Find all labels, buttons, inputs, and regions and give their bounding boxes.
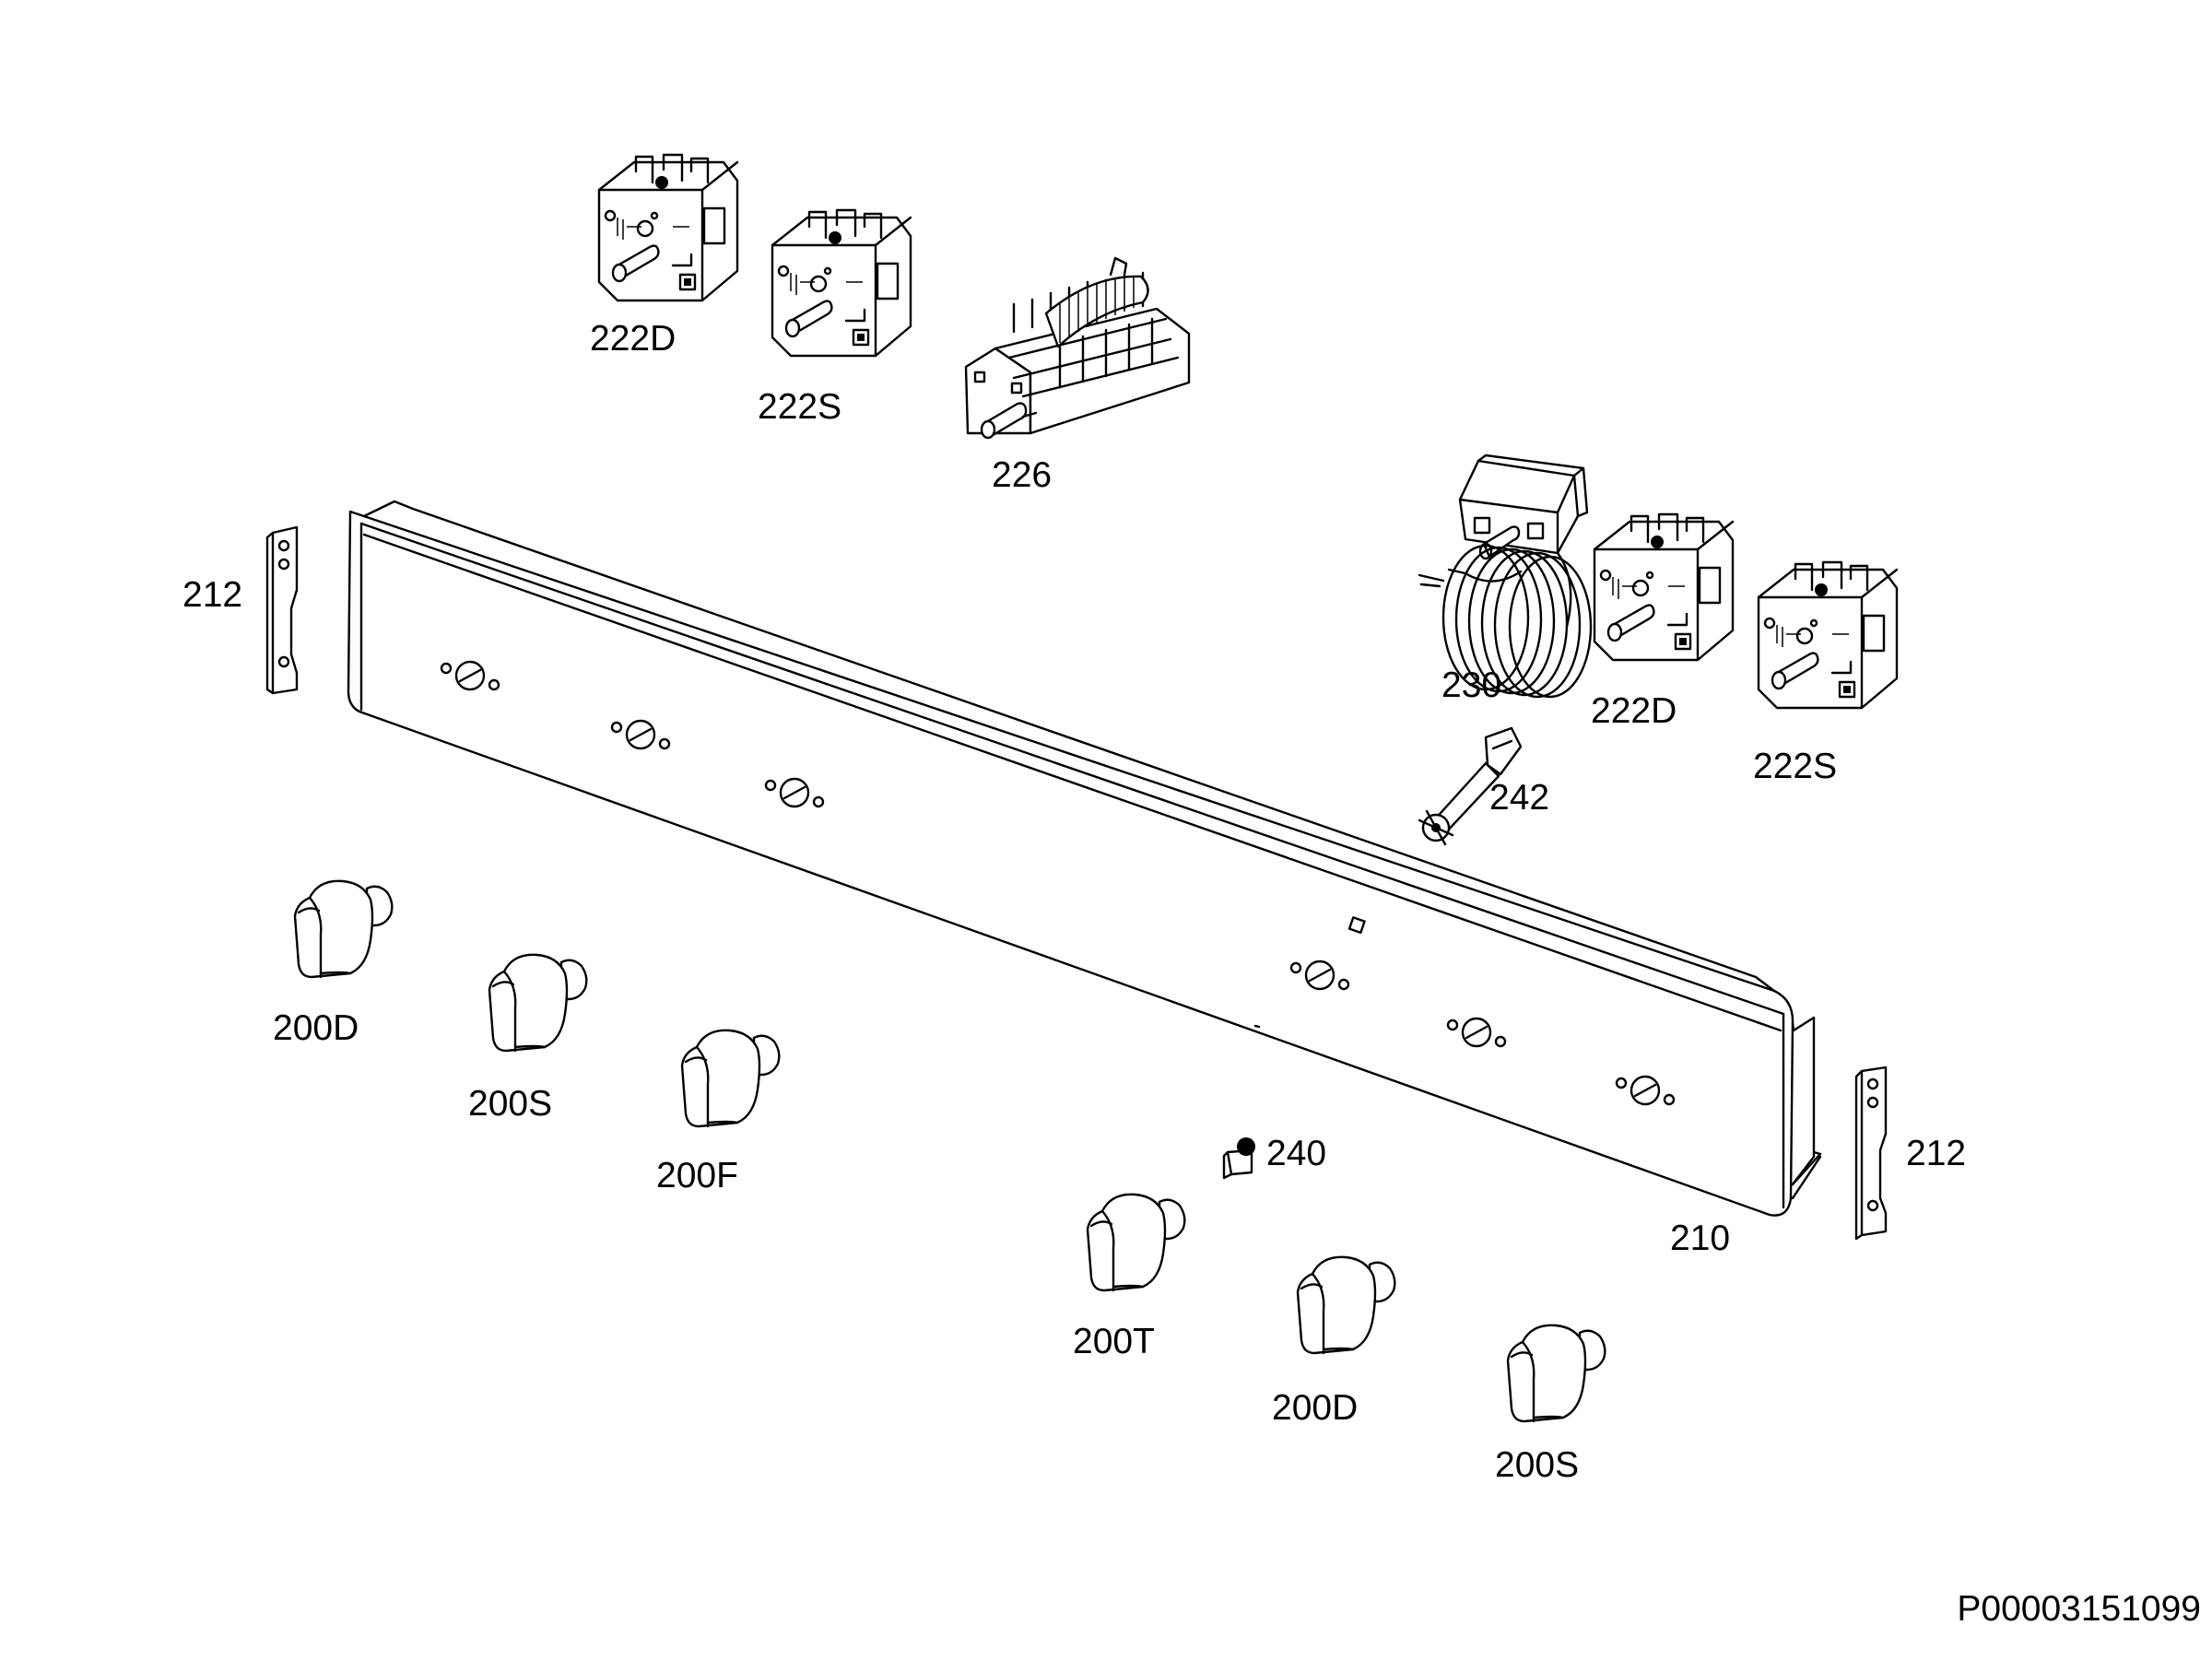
- bracket-212-right: [1854, 1066, 1888, 1241]
- thermostat-230: [1418, 453, 1593, 699]
- callout-200s-2: 200S: [1495, 1445, 1579, 1485]
- control-knob-200f: [680, 1029, 781, 1128]
- callout-200d-1: 200D: [273, 1008, 359, 1048]
- control-knob-200t: [1086, 1193, 1186, 1292]
- callout-226: 226: [992, 455, 1052, 495]
- bracket-212-left: [265, 525, 299, 695]
- callout-212-right: 212: [1906, 1134, 1966, 1173]
- callout-230: 230: [1441, 665, 1501, 705]
- energy-regulator-222s-right: [1757, 560, 1899, 710]
- control-knob-200s-2: [1506, 1324, 1606, 1423]
- energy-regulator-222d-top: [597, 153, 739, 302]
- callout-200t: 200T: [1073, 1322, 1155, 1361]
- control-knob-200d-1: [293, 879, 394, 979]
- callout-222d-top: 222D: [590, 319, 676, 359]
- document-id: P00003151099: [1957, 1589, 2201, 1629]
- callout-242: 242: [1489, 778, 1549, 818]
- callout-240: 240: [1266, 1134, 1326, 1173]
- control-knob-200d-2: [1296, 1255, 1396, 1355]
- callout-222d-right: 222D: [1591, 691, 1677, 731]
- callout-210: 210: [1670, 1219, 1730, 1258]
- energy-regulator-222s-top: [771, 208, 912, 358]
- callout-200s-1: 200S: [468, 1084, 552, 1124]
- callout-222s-top: 222S: [758, 387, 841, 427]
- control-panel-210: [347, 500, 1822, 1217]
- control-knob-200s-1: [488, 953, 588, 1053]
- callout-200f: 200F: [656, 1156, 738, 1195]
- energy-regulator-222d-right: [1593, 512, 1735, 662]
- callout-212-left: 212: [182, 575, 242, 615]
- callout-200d-2: 200D: [1272, 1388, 1358, 1428]
- selector-switch-226: [964, 256, 1191, 440]
- sensor-242: [1418, 726, 1523, 846]
- indicator-lamp-240: [1222, 1137, 1255, 1180]
- callout-222s-right: 222S: [1753, 747, 1837, 786]
